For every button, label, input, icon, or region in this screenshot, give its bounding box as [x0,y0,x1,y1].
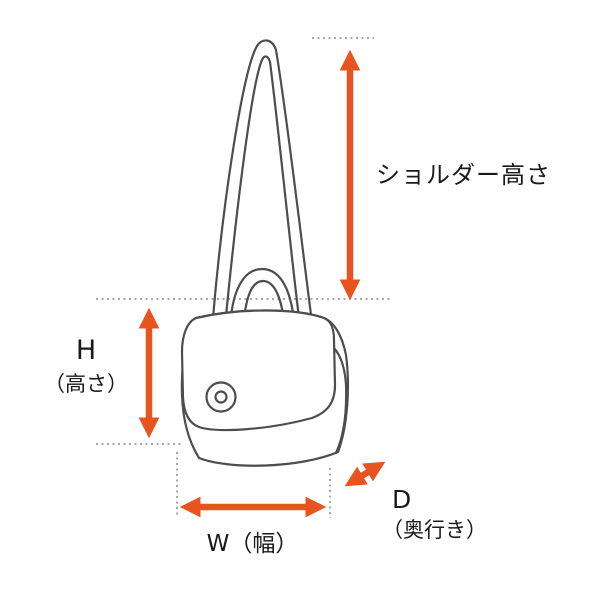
bag-height-letter: H [75,335,97,366]
bag-depth-arrow [344,461,386,487]
bag-depth-caption: （奥行き） [382,518,487,543]
clasp-icon [205,381,237,413]
bag-flap-outline [180,309,337,432]
bag-depth-label: D （奥行き） [382,484,487,544]
bag-height-caption: （高さ） [44,371,128,396]
handle-outline [228,267,297,336]
bag-height-label: H （高さ） [30,334,142,397]
bag-depth-letter: D [392,485,412,514]
bag-gusset-line [332,346,348,455]
strap-outline [211,39,315,332]
shoulder-height-label: ショルダー高さ [376,161,551,189]
bag-width-label: W（幅） [206,531,299,557]
